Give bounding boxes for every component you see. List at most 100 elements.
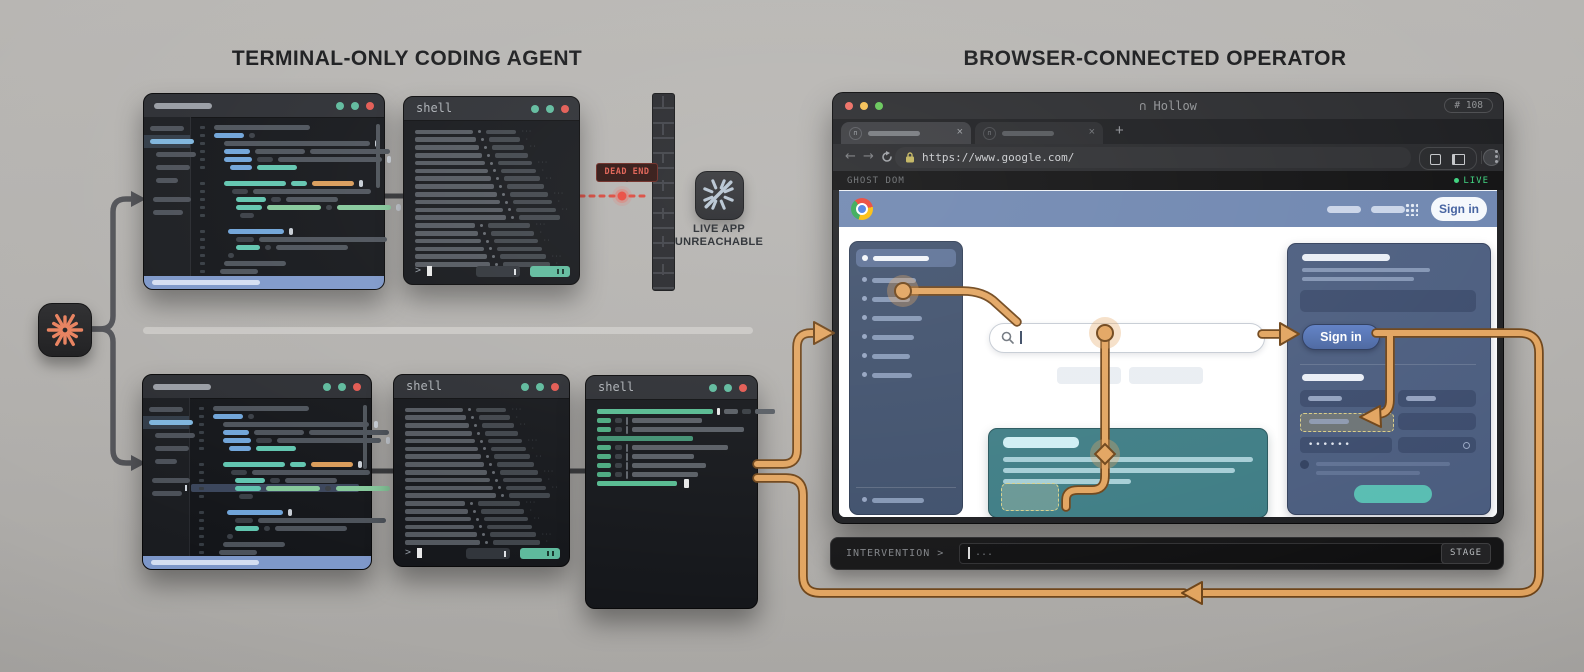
- shell-title: shell: [416, 101, 453, 115]
- shell-titlebar: shell: [394, 375, 569, 399]
- editor-scrollbar[interactable]: [376, 124, 380, 188]
- panel-heading-placeholder: [1302, 254, 1390, 261]
- shell-window: shell ···························· >: [393, 374, 570, 567]
- sidebar-item[interactable]: [850, 350, 962, 362]
- window-controls[interactable]: [531, 104, 569, 113]
- sidebar-item[interactable]: [850, 312, 962, 324]
- shell-line: ··: [415, 175, 569, 183]
- intervention-input[interactable]: ...: [959, 543, 1455, 564]
- window-controls[interactable]: [323, 382, 361, 391]
- tab-close-icon[interactable]: ×: [1088, 126, 1095, 138]
- sidebar-item[interactable]: [850, 274, 962, 286]
- apps-grid-icon[interactable]: [1405, 203, 1418, 216]
- sidebar-item[interactable]: [850, 369, 962, 381]
- form-field[interactable]: [1398, 413, 1476, 430]
- editor-file-sidebar: [144, 117, 196, 276]
- shell-line: [415, 214, 569, 222]
- sidebar-item-bottom[interactable]: [850, 494, 962, 506]
- page-content: Sign in ••••••: [839, 227, 1497, 517]
- window-controls[interactable]: [521, 382, 559, 391]
- code-line: [199, 436, 390, 444]
- editor-statusbar: [144, 276, 384, 289]
- visibility-icon[interactable]: [1463, 442, 1470, 449]
- form-field[interactable]: [1398, 390, 1476, 407]
- shell-line: ··: [405, 484, 559, 492]
- code-line: [199, 452, 359, 460]
- editor-code-area: [200, 123, 401, 282]
- shell-line: [597, 443, 747, 452]
- back-icon[interactable]: ←: [845, 149, 856, 164]
- lucky-button-placeholder[interactable]: [1129, 367, 1203, 384]
- code-line: [199, 460, 362, 468]
- shell-prompt-row: >: [415, 265, 570, 277]
- code-editor-window: [142, 374, 400, 570]
- profile-avatar[interactable]: [1483, 149, 1500, 166]
- window-controls[interactable]: [709, 383, 747, 392]
- tab-close-icon[interactable]: ×: [956, 126, 963, 138]
- shell-line: ··: [415, 206, 569, 214]
- search-input[interactable]: [989, 323, 1265, 353]
- editor-scrollbar[interactable]: [363, 405, 367, 469]
- status-pill-dark: [476, 266, 520, 277]
- code-line: [200, 147, 390, 155]
- code-line: [199, 428, 389, 436]
- browser-extensions-pill[interactable]: [1419, 147, 1477, 170]
- form-field[interactable]: [1398, 437, 1476, 453]
- panel-text-line: [1302, 277, 1414, 281]
- tab-favicon: ∩: [849, 127, 862, 140]
- panel-sign-in-button[interactable]: Sign in: [1302, 324, 1380, 350]
- header-link-placeholder[interactable]: [1327, 206, 1361, 213]
- search-button-placeholder[interactable]: [1057, 367, 1121, 384]
- window-controls[interactable]: [845, 102, 883, 110]
- code-line: [199, 508, 359, 516]
- card-text-line: [1003, 468, 1235, 473]
- tab-title-placeholder: [868, 131, 920, 136]
- shell-line: ·: [405, 445, 559, 453]
- url-bar[interactable]: https://www.google.com/: [895, 147, 1411, 168]
- code-line: [199, 468, 370, 476]
- shell-line: ···: [415, 190, 569, 198]
- code-line: [199, 532, 359, 540]
- url-text: https://www.google.com/: [922, 151, 1075, 164]
- form-field[interactable]: [1300, 390, 1392, 407]
- sidepanel-icon: [1452, 153, 1465, 165]
- sidebar-item[interactable]: [850, 331, 962, 343]
- search-icon: [1001, 331, 1014, 344]
- code-line: [199, 548, 359, 556]
- panel-text-line: [1302, 268, 1430, 272]
- menu-dots-icon[interactable]: [1495, 150, 1498, 153]
- page-header: Sign in: [839, 191, 1497, 227]
- stage-button[interactable]: STAGE: [1441, 543, 1491, 564]
- code-editor-window: [143, 93, 401, 290]
- panel-subheading-placeholder: [1302, 374, 1364, 381]
- code-line: [200, 243, 372, 251]
- password-field[interactable]: ••••••: [1300, 437, 1392, 453]
- forward-icon[interactable]: →: [863, 149, 874, 164]
- shell-line: [597, 461, 747, 470]
- window-controls[interactable]: [336, 101, 374, 110]
- header-link-placeholder[interactable]: [1371, 206, 1405, 213]
- header-sign-in-button[interactable]: Sign in: [1431, 197, 1487, 221]
- shell-line: ···: [405, 531, 559, 539]
- new-tab-button[interactable]: +: [1115, 122, 1124, 139]
- sidebar-item[interactable]: [850, 293, 962, 305]
- sidebar-divider: [856, 487, 956, 488]
- reload-icon[interactable]: [881, 151, 893, 163]
- shell-line: ·: [405, 507, 559, 515]
- panel-input-placeholder[interactable]: [1300, 290, 1476, 312]
- tab-active[interactable]: ∩ ×: [841, 122, 971, 144]
- staged-action-target[interactable]: [1001, 483, 1059, 511]
- terminal-cursor: [427, 266, 432, 276]
- shell-line: ·: [415, 261, 569, 269]
- form-field-highlighted[interactable]: [1300, 413, 1394, 432]
- code-line: [199, 412, 359, 420]
- checkbox[interactable]: [1300, 460, 1309, 469]
- browser-toolbar: ← → https://www.google.com/: [833, 144, 1503, 171]
- shell-titlebar: shell: [586, 376, 757, 400]
- ghost-dom-bar: GHOST DOM LIVE: [833, 171, 1503, 190]
- editor-title-placeholder: [154, 103, 212, 109]
- code-line: [200, 171, 372, 179]
- sidebar-item-active[interactable]: [856, 249, 956, 267]
- panel-submit-button[interactable]: [1354, 485, 1432, 503]
- tab-inactive[interactable]: ∩ ×: [975, 122, 1103, 144]
